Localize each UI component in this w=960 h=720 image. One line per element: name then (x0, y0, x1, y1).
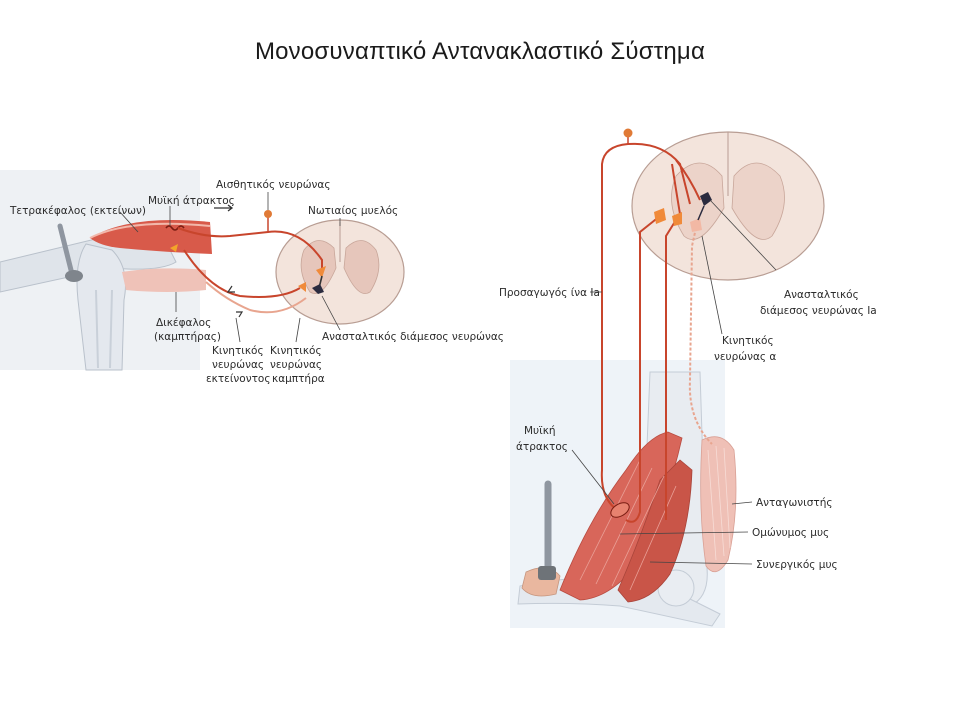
label-inhibitory: Ανασταλτικός διάμεσος νευρώνας (322, 331, 504, 343)
label-spindle-right-1: Μυϊκή (524, 425, 556, 437)
label-homonymous: Ομώνυμος μυς (752, 527, 829, 539)
interneuron-body (312, 284, 324, 294)
ganglion-left (264, 210, 272, 218)
motor-axon-extensor (183, 249, 301, 298)
quadriceps-highlight (89, 222, 211, 239)
reflex-hammer-head (65, 270, 83, 282)
synapse-left (316, 266, 326, 278)
interneuron-ia (700, 192, 712, 206)
left-figure: Τετρακέφαλος (εκτείνων) Μυϊκή άτρακτος Α… (0, 170, 504, 385)
label-spindle-right-2: άτρακτος (516, 441, 568, 453)
leader-motor-ext (235, 317, 241, 343)
leader-motor-flex (295, 317, 301, 343)
muscle-spindle-right (610, 502, 630, 518)
label-spinal-cord: Νωτιαίος μυελός (308, 205, 398, 217)
label-inhibitory-ia-2: διάμεσος νευρώνας Ia (760, 305, 877, 317)
motor-neuron-extensor (298, 282, 306, 292)
label-motor-alpha-1: Κινητικός (722, 335, 774, 347)
leader-inhibitory (321, 295, 341, 331)
muscle-striations (579, 459, 677, 591)
label-motor-alpha-2: νευρώνας α (714, 351, 776, 363)
label-synergist: Συνεργικός μυς (756, 559, 838, 571)
grey-matter-right-r (731, 162, 785, 240)
label-motor-ext-3: εκτείνοντος (206, 373, 270, 385)
leader-spindle-right (571, 449, 615, 505)
muscle-spindle (165, 225, 185, 231)
synergist-muscle (617, 459, 693, 603)
label-motor-ext-2: νευρώνας (212, 359, 264, 371)
motor-end-plate (170, 244, 178, 252)
leader-homonymous (619, 531, 749, 535)
label-muscle-spindle: Μυϊκή άτρακτος (148, 195, 235, 207)
label-biceps-flexor: (καμπτήρας) (154, 331, 221, 343)
leader-motor-alpha (701, 235, 723, 335)
label-motor-flex-2: νευρώνας (270, 359, 322, 371)
ia-afferent-fiber (600, 142, 691, 513)
arrow-flexor (226, 285, 235, 293)
label-afferent: Προσαγωγός ίνα Ia (499, 287, 600, 299)
motor-axon-homonymous (625, 215, 661, 523)
grey-matter-left (300, 240, 337, 294)
arrow-quad (214, 204, 234, 212)
shin-detail (95, 289, 113, 369)
leader-inhibitory-ia (709, 199, 777, 271)
motor-axon-antagonist (688, 227, 713, 445)
motor-axon-flexor (205, 281, 307, 314)
label-motor-flex-3: καμπτήρα (272, 373, 325, 385)
tibia-bone (76, 243, 126, 371)
label-motor-flex-1: Κινητικός (270, 345, 322, 357)
grey-matter-right (343, 240, 380, 294)
motor-axon-synergist (665, 219, 677, 520)
interneuron-ia-axon (697, 205, 705, 221)
leader-quad (119, 211, 139, 233)
biceps-muscle (122, 268, 206, 292)
leader-synergist (649, 561, 753, 565)
label-inhibitory-ia-1: Ανασταλτικός (784, 289, 859, 301)
reflex-hammer (57, 223, 75, 277)
label-antagonist: Ανταγωνιστής (756, 497, 833, 509)
arrow-extensor (236, 311, 244, 318)
motor-neuron-2 (672, 212, 682, 226)
label-sensory-neuron: Αισθητικός νευρώνας (216, 179, 330, 191)
label-quadriceps: Τετρακέφαλος (εκτείνων) (9, 205, 146, 217)
ia-branch-2 (671, 163, 681, 215)
antagonist-muscle (700, 436, 737, 573)
label-biceps: Δικέφαλος (156, 317, 211, 329)
ganglion-right (623, 128, 633, 138)
motor-neuron-3 (690, 218, 702, 232)
leader-antagonist (731, 501, 753, 505)
ia-branch-1 (675, 159, 701, 201)
page-title: Μονοσυναπτικό Αντανακλαστικό Σύστημα (254, 38, 706, 65)
label-motor-ext-1: Κινητικός (212, 345, 264, 357)
reflex-hammer-head-right (538, 566, 556, 580)
right-figure: Προσαγωγός ίνα Ia Ανασταλτικός διάμεσος … (499, 128, 877, 628)
antagonist-striations (707, 445, 731, 561)
motor-neuron-1 (654, 208, 666, 224)
